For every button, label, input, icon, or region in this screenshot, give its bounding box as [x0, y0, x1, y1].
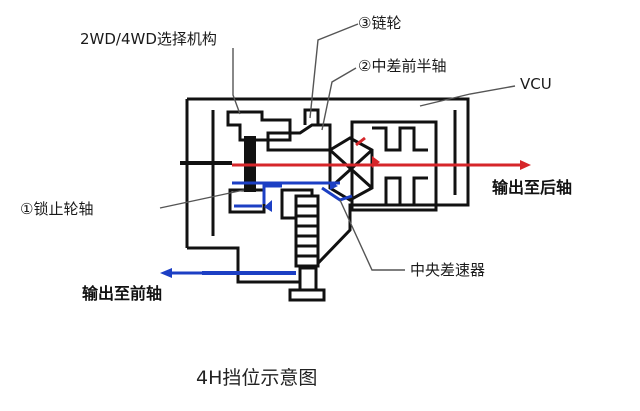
lock-gear-label: ①锁止轮轴: [20, 200, 94, 218]
front-output-label: 输出至前轴: [82, 284, 163, 303]
leader-lines: [159, 23, 516, 271]
transfer-case-housing: [185, 97, 470, 284]
lock-gear-shaft: [228, 136, 266, 214]
rear-power-flow: [232, 136, 531, 170]
vcu-label: VCU: [520, 75, 552, 93]
center-diff-label: 中央差速器: [410, 261, 486, 279]
front-output-gear: [288, 194, 326, 302]
selector-mechanism: [226, 110, 332, 152]
front-half-shaft-label: ②中差前半轴: [358, 57, 447, 75]
diagram-caption: 4H挡位示意图: [196, 367, 318, 389]
selector-label: 2WD/4WD选择机构: [80, 30, 217, 48]
rear-output-label: 输出至后轴: [492, 178, 573, 197]
sprocket-label: ③链轮: [358, 14, 402, 32]
front-power-flow: [160, 181, 353, 278]
